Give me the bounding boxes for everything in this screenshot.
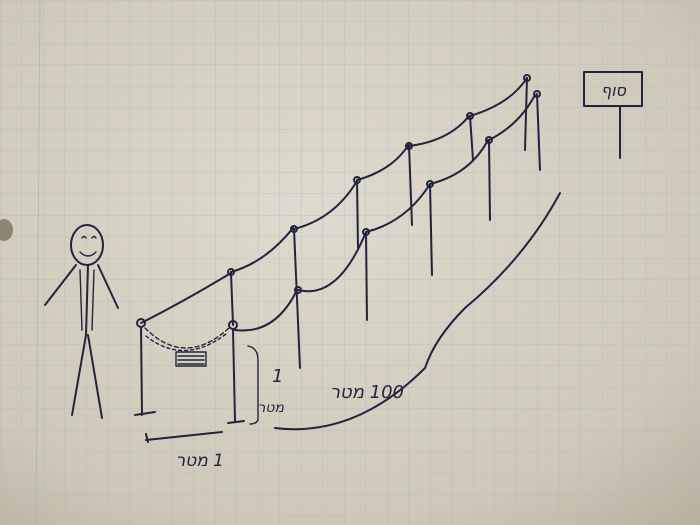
sign-text: סוף: [601, 81, 627, 100]
height-unit: מטר: [258, 400, 285, 416]
width-label: 1 מטר: [176, 451, 224, 471]
length-label: 100 מטר: [330, 382, 404, 403]
height-number: 1: [272, 366, 283, 387]
